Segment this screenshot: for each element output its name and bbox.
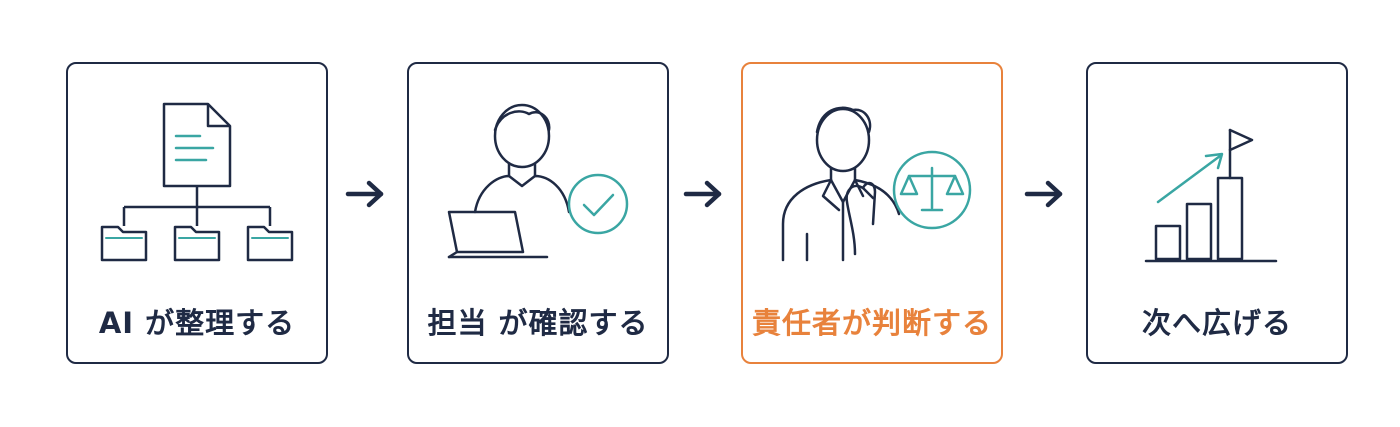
step-label: 担当 が確認する bbox=[427, 306, 649, 340]
arrow-right-icon bbox=[683, 180, 722, 208]
growth-chart-flag-icon bbox=[1144, 128, 1278, 263]
document-hierarchy-icon bbox=[100, 102, 294, 262]
step-card-staff-confirm: 担当 が確認する bbox=[407, 62, 669, 364]
step-card-ai-organize: AI が整理する bbox=[66, 62, 328, 364]
arrow-right-icon bbox=[345, 180, 384, 208]
step-label: 次へ広げる bbox=[1141, 306, 1292, 340]
step-card-expand-next: 次へ広げる bbox=[1086, 62, 1348, 364]
step-label: 責任者が判断する bbox=[751, 306, 992, 340]
manager-scales-icon bbox=[781, 106, 972, 262]
step-card-manager-decide: 責任者が判断する bbox=[741, 62, 1003, 364]
arrow-right-icon bbox=[1024, 180, 1063, 208]
person-laptop-check-icon bbox=[447, 103, 629, 259]
step-label: AI が整理する bbox=[98, 306, 296, 340]
